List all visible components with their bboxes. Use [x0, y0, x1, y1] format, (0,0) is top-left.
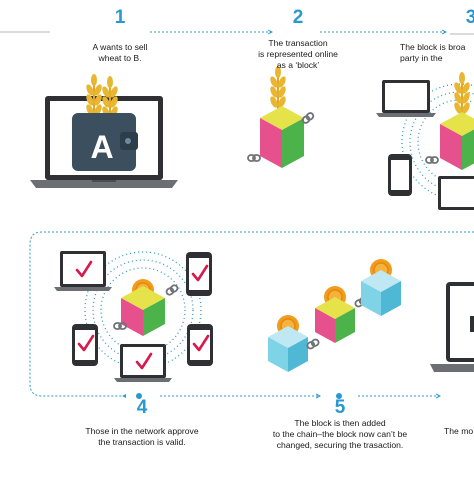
step-caption-2: The transaction is represented online as…	[258, 38, 338, 70]
step-caption-6: The mo	[444, 426, 474, 436]
step-number-3: 3	[465, 7, 474, 28]
laptop-icon	[438, 176, 474, 210]
step6-illustration	[430, 282, 474, 372]
cube-icon	[361, 270, 401, 316]
step4-illustration	[54, 251, 213, 382]
wallet-icon: A	[72, 113, 138, 171]
cube-icon	[260, 106, 304, 168]
step-caption-4: Those in the network approve the transac…	[85, 426, 199, 447]
step3-illustration	[376, 71, 474, 210]
cube-icon	[440, 112, 474, 170]
phone-icon	[186, 252, 212, 296]
laptop-icon	[376, 80, 436, 117]
step-number-4: 4	[136, 397, 148, 418]
step-number-2: 2	[292, 7, 304, 28]
step1-illustration: A	[30, 73, 178, 188]
step-caption-1: A wants to sell wheat to B.	[92, 42, 148, 63]
step-caption-5: The block is then added to the chain–the…	[272, 418, 408, 450]
cube-icon	[315, 297, 355, 343]
step2-illustration	[247, 65, 316, 168]
timeline-connectors	[0, 32, 474, 399]
step-caption-3: The block is broa party in the	[400, 42, 466, 63]
laptop-icon	[114, 344, 172, 382]
phone-icon	[187, 324, 213, 366]
step-number-1: 1	[114, 7, 126, 28]
phone-icon	[72, 324, 98, 366]
cube-icon	[268, 326, 308, 372]
step5-illustration	[268, 258, 401, 372]
phone-icon	[388, 154, 412, 196]
cube-icon	[121, 286, 165, 336]
laptop-icon	[54, 251, 112, 291]
wallet-logo: A	[90, 129, 113, 165]
step-number-5: 5	[334, 397, 346, 418]
